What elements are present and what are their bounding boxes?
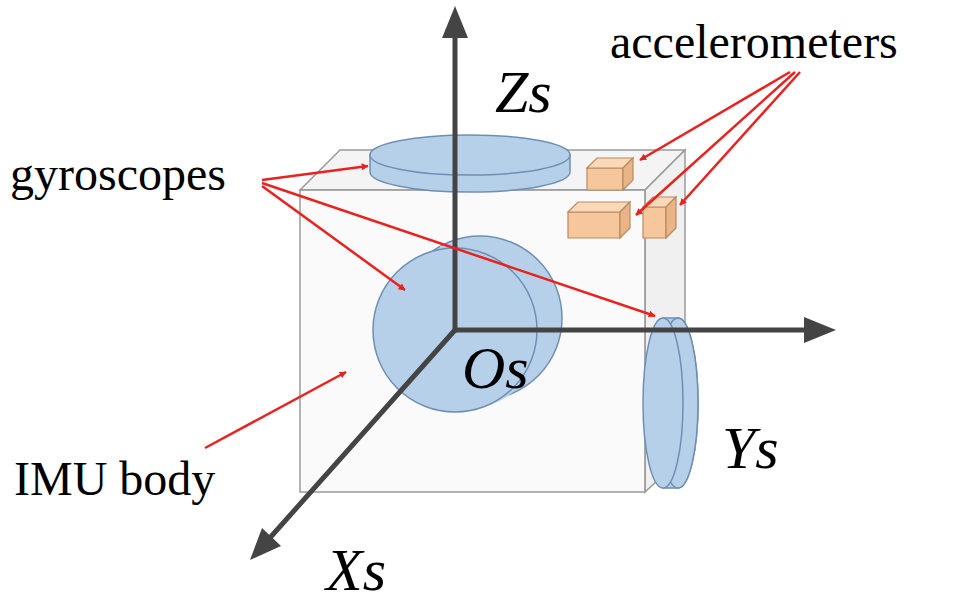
coordinate-axes xyxy=(250,6,836,560)
accelerometers-label: accelerometers xyxy=(610,18,898,66)
axis-label: Zs xyxy=(495,62,552,122)
gyroscope-right xyxy=(643,318,698,488)
gyroscope-top xyxy=(370,135,570,192)
imu-body-label: IMU body xyxy=(14,455,215,503)
origin-label: Os xyxy=(462,338,529,398)
accelerometer xyxy=(568,158,676,238)
axis-label: Ys xyxy=(722,418,779,478)
axis-label: Xs xyxy=(326,540,386,600)
gyroscopes-label: gyroscopes xyxy=(10,150,226,198)
gyroscope-front xyxy=(373,236,562,412)
leader-arrow xyxy=(205,72,800,448)
